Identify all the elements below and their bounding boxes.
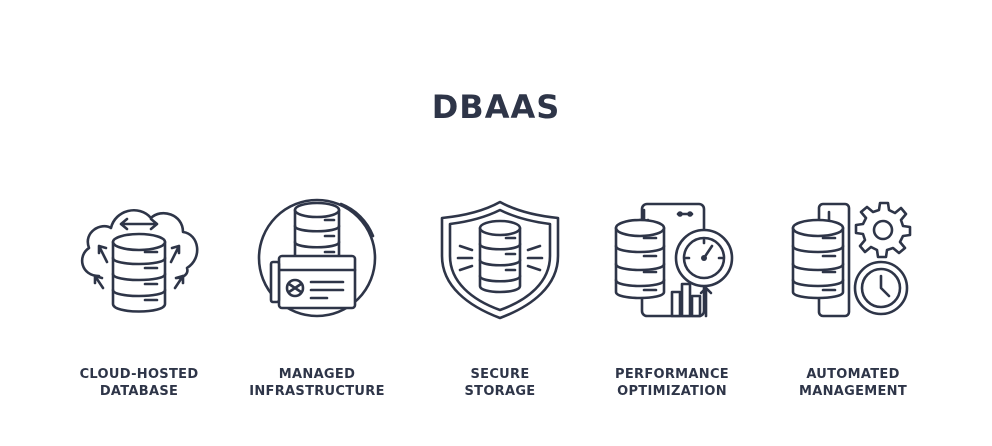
- managed-server-icon: [257, 198, 377, 318]
- item-managed-infrastructure: MANAGED INFRASTRUCTURE: [237, 196, 397, 399]
- item-performance-optimization: PERFORMANCE OPTIMIZATION: [592, 196, 752, 399]
- cloud-database-icon: [80, 208, 199, 313]
- item-cloud-hosted-database: CLOUD-HOSTED DATABASE: [59, 196, 219, 399]
- item-label: MANAGED INFRASTRUCTURE: [249, 367, 385, 399]
- item-label: AUTOMATED MANAGEMENT: [798, 367, 908, 399]
- item-label: CLOUD-HOSTED DATABASE: [79, 367, 199, 399]
- item-label: PERFORMANCE OPTIMIZATION: [615, 367, 729, 399]
- performance-gauge-icon: [614, 202, 734, 318]
- shield-database-icon: [440, 200, 560, 320]
- item-automated-management: AUTOMATED MANAGEMENT: [773, 196, 933, 399]
- item-label: SECURE STORAGE: [464, 367, 536, 399]
- page-title: DBAAS: [431, 88, 561, 126]
- item-secure-storage: SECURE STORAGE: [420, 196, 580, 399]
- gear-clock-database-icon: [791, 201, 912, 318]
